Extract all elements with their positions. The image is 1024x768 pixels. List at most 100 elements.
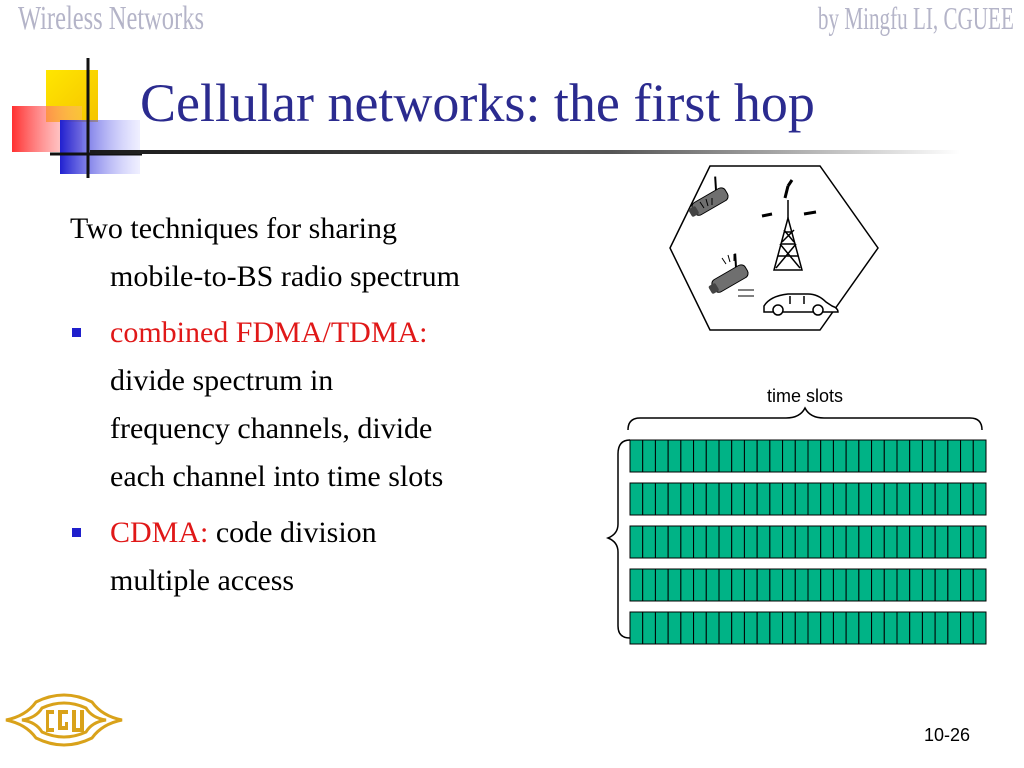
time-slot <box>972 482 987 516</box>
time-slot <box>921 525 936 559</box>
time-slot <box>909 611 923 645</box>
time-slot <box>782 482 796 516</box>
time-slot <box>972 525 987 559</box>
title-decoration <box>12 58 142 178</box>
time-slot <box>921 611 936 645</box>
time-slot <box>896 525 911 559</box>
title-underline <box>90 150 960 154</box>
time-slot <box>832 611 847 645</box>
cell-phone-icon <box>708 253 749 294</box>
slide-title: Cellular networks: the first hop <box>140 73 815 133</box>
time-slot <box>642 525 656 559</box>
time-slot <box>782 439 796 473</box>
time-slot <box>794 439 809 473</box>
time-slot <box>629 568 644 602</box>
time-slot <box>731 482 745 516</box>
bullet-1-line-1: divide spectrum in <box>110 364 334 397</box>
time-slot <box>807 611 822 645</box>
frequency-band <box>629 482 987 516</box>
time-slot <box>909 568 923 602</box>
time-slot <box>832 482 847 516</box>
frequency-band <box>629 525 987 559</box>
time-slot <box>769 611 784 645</box>
time-slot <box>731 568 745 602</box>
time-slot <box>654 439 669 473</box>
time-slot <box>845 568 860 602</box>
time-slot <box>756 525 771 559</box>
time-slot <box>629 482 644 516</box>
time-slot <box>782 611 796 645</box>
time-slot <box>871 482 885 516</box>
time-slot <box>743 568 758 602</box>
time-slot <box>756 568 771 602</box>
time-slot <box>960 611 974 645</box>
time-slot <box>832 568 847 602</box>
time-slot <box>883 611 898 645</box>
bullet-2-line-1: multiple access <box>110 564 295 597</box>
bullet-fdma-tdma: combined FDMA/TDMA: divide spectrum in f… <box>70 309 590 501</box>
time-slot <box>769 482 784 516</box>
time-slot <box>667 439 682 473</box>
time-slot <box>845 525 860 559</box>
time-slot <box>731 611 745 645</box>
time-slot <box>693 439 707 473</box>
time-slot <box>667 611 682 645</box>
time-slot <box>667 525 682 559</box>
time-slot <box>871 439 885 473</box>
bullet-cdma: CDMA: code division multiple access <box>70 509 590 605</box>
time-slot <box>693 568 707 602</box>
signal-waves-icon <box>721 254 735 265</box>
time-slot <box>858 568 873 602</box>
time-slot <box>680 525 695 559</box>
time-slot <box>858 439 873 473</box>
time-slot <box>832 439 847 473</box>
time-slot <box>794 525 809 559</box>
header-left: Wireless Networks <box>18 0 204 37</box>
time-slot <box>654 611 669 645</box>
time-slot <box>718 525 733 559</box>
bullet-1-line-3: each channel into time slots <box>110 460 444 493</box>
time-slot <box>718 439 733 473</box>
signal-waves-icon <box>699 198 713 209</box>
time-slot <box>883 568 898 602</box>
time-slot <box>769 568 784 602</box>
time-slot <box>782 568 796 602</box>
time-slot <box>845 611 860 645</box>
time-slot <box>654 568 669 602</box>
time-slot <box>909 482 923 516</box>
intro-line-2: mobile-to-BS radio spectrum <box>110 260 460 293</box>
time-slot <box>693 482 707 516</box>
time-slot <box>680 482 695 516</box>
time-slot <box>871 525 885 559</box>
time-slot <box>807 482 822 516</box>
time-slot <box>896 611 911 645</box>
time-slot <box>680 611 695 645</box>
frequency-bands-brace <box>605 439 631 639</box>
time-slot <box>960 439 974 473</box>
time-slot <box>667 482 682 516</box>
slide-body: Two techniques for sharing mobile-to-BS … <box>70 205 590 605</box>
time-slot <box>934 568 949 602</box>
time-slot <box>731 525 745 559</box>
time-slot <box>972 611 987 645</box>
time-slot <box>896 482 911 516</box>
time-slot <box>972 439 987 473</box>
time-slot <box>667 568 682 602</box>
time-slot <box>705 482 720 516</box>
time-slot <box>794 611 809 645</box>
time-slot <box>642 611 656 645</box>
time-slot <box>693 525 707 559</box>
time-slot <box>769 525 784 559</box>
bullet-2-emphasis: CDMA: <box>110 516 209 549</box>
time-slot <box>934 525 949 559</box>
bullet-2-tail: code division <box>208 516 377 549</box>
time-slot <box>743 611 758 645</box>
time-slot <box>705 525 720 559</box>
time-slot <box>934 482 949 516</box>
frequency-band <box>629 611 987 645</box>
time-slot <box>845 439 860 473</box>
time-slot <box>883 439 898 473</box>
time-slot <box>807 439 822 473</box>
time-slot <box>960 482 974 516</box>
time-slot <box>705 611 720 645</box>
